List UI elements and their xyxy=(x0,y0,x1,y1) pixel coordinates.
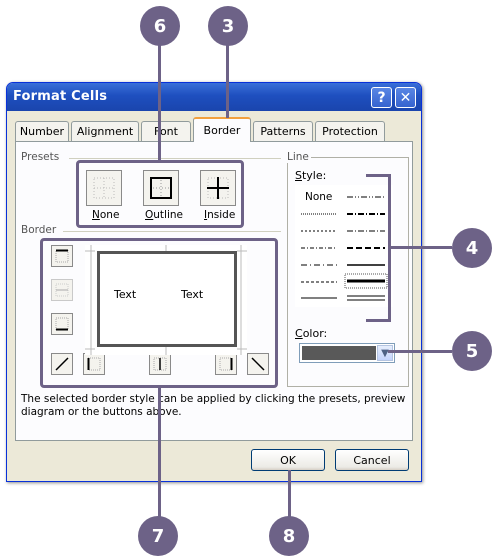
access-key: O xyxy=(145,209,154,221)
border-bottom-button[interactable] xyxy=(51,313,73,335)
preview-text-right: Text xyxy=(181,288,204,301)
access-key: C xyxy=(295,327,303,340)
label-rest: tyle: xyxy=(301,169,327,182)
color-dropdown[interactable]: ▼ xyxy=(299,343,395,363)
preset-none-button[interactable] xyxy=(86,170,122,206)
ok-label: OK xyxy=(280,453,296,467)
leader-6 xyxy=(158,32,161,160)
border-divider xyxy=(63,231,281,232)
border-left-icon xyxy=(87,357,101,371)
preset-outline-label: Outline xyxy=(145,209,183,221)
preview-text-left: Text xyxy=(114,288,137,301)
tab-protection[interactable]: Protection xyxy=(315,121,385,141)
border-hint-text: The selected border style can be applied… xyxy=(21,393,406,418)
label-rest: nside xyxy=(207,209,236,221)
title-bar[interactable]: Format Cells ? ✕ xyxy=(7,83,421,111)
label-rest: utline xyxy=(153,209,183,221)
label-rest: olor: xyxy=(302,327,328,340)
preset-outline-button[interactable] xyxy=(143,170,179,206)
preset-none-label: None xyxy=(92,209,119,221)
tab-label: Alignment xyxy=(76,125,134,138)
tab-label: Border xyxy=(203,124,241,137)
border-middle-horizontal-button[interactable] xyxy=(51,279,73,301)
callout-7: 7 xyxy=(138,516,178,556)
label-rest: one xyxy=(99,209,120,221)
border-diagonal-down-button[interactable] xyxy=(247,353,269,375)
ok-button[interactable]: OK xyxy=(251,449,325,471)
style-none-option[interactable]: None xyxy=(305,191,333,203)
line-group-label: Line xyxy=(285,151,311,163)
dialog-title: Format Cells xyxy=(13,89,108,104)
tab-label: Number xyxy=(19,125,65,138)
tab-border[interactable]: Border xyxy=(193,117,251,142)
diagonal-down-icon xyxy=(251,357,265,371)
callout-3: 3 xyxy=(208,6,248,46)
access-key: S xyxy=(295,169,302,182)
callout-4: 4 xyxy=(452,228,492,268)
selected-color-swatch xyxy=(302,346,376,360)
border-top-icon xyxy=(55,249,69,263)
close-button[interactable]: ✕ xyxy=(395,87,416,108)
help-icon: ? xyxy=(377,89,386,106)
callout-6: 6 xyxy=(140,6,180,46)
border-horizontal-icon xyxy=(55,283,69,297)
presets-divider xyxy=(69,158,281,159)
leader-7 xyxy=(158,388,161,518)
style-bracket-bottom xyxy=(366,319,390,322)
border-outline-icon xyxy=(150,177,172,199)
leader-5 xyxy=(388,350,452,353)
border-right-icon xyxy=(219,357,233,371)
line-style-swatches xyxy=(301,196,388,301)
presets-group-label: Presets xyxy=(21,151,60,163)
border-diagonal-up-button[interactable] xyxy=(51,353,73,375)
chevron-down-icon: ▼ xyxy=(381,347,389,359)
leader-4 xyxy=(390,246,452,249)
tab-patterns[interactable]: Patterns xyxy=(253,121,313,141)
leader-8 xyxy=(288,470,291,518)
style-label: Style: xyxy=(295,169,326,182)
border-bottom-icon xyxy=(55,317,69,331)
border-vertical-icon xyxy=(153,357,167,371)
style-bracket-top xyxy=(366,174,390,177)
tab-label: Patterns xyxy=(260,125,306,138)
color-dropdown-arrow[interactable]: ▼ xyxy=(377,345,393,361)
help-button[interactable]: ? xyxy=(371,87,392,108)
border-top-button[interactable] xyxy=(51,245,73,267)
access-key: N xyxy=(92,209,100,221)
line-style-list[interactable]: None xyxy=(295,185,393,307)
tab-label: Protection xyxy=(322,125,378,138)
border-inside-icon xyxy=(207,177,229,199)
border-group-label: Border xyxy=(21,224,57,236)
callout-5: 5 xyxy=(452,331,492,371)
diagonal-up-icon xyxy=(55,357,69,371)
preset-inside-label: Inside xyxy=(204,209,235,221)
border-preview-box[interactable] xyxy=(97,251,237,347)
tab-font[interactable]: Font xyxy=(141,121,191,141)
presets-highlight xyxy=(76,160,244,228)
style-bracket xyxy=(388,174,391,322)
border-highlight xyxy=(40,238,278,388)
border-left-button[interactable] xyxy=(83,353,105,375)
color-label: Color: xyxy=(295,327,327,340)
leader-3 xyxy=(226,32,229,118)
border-none-icon xyxy=(93,177,115,199)
cancel-label: Cancel xyxy=(353,453,391,467)
tab-alignment[interactable]: Alignment xyxy=(71,121,139,141)
callout-8: 8 xyxy=(269,516,309,556)
tab-number[interactable]: Number xyxy=(15,121,69,141)
preset-inside-button[interactable] xyxy=(200,170,236,206)
close-icon: ✕ xyxy=(399,89,412,106)
access-key: I xyxy=(204,209,208,221)
cancel-button[interactable]: Cancel xyxy=(335,449,409,471)
